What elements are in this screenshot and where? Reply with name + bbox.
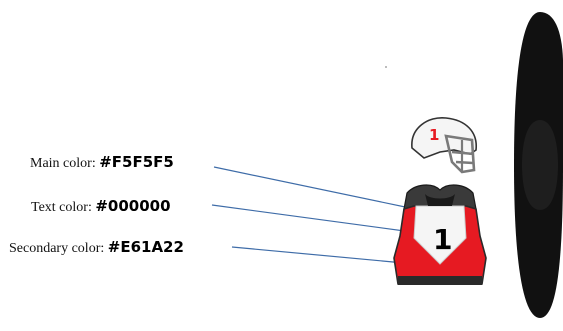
leader-line-text xyxy=(211,204,413,233)
secondary-color-value: #E61A22 xyxy=(107,238,184,256)
helmet-number: 1 xyxy=(429,126,439,144)
jersey-icon: 1 xyxy=(393,184,487,285)
secondary-color-caption: Secondary color: xyxy=(9,241,105,256)
jersey-number: 1 xyxy=(433,223,452,256)
text-color-caption: Text color: xyxy=(31,200,92,215)
leader-line-main xyxy=(213,166,411,209)
helmet-icon: 1 xyxy=(411,117,477,174)
side-handle-icon xyxy=(514,12,563,318)
text-color-value: #000000 xyxy=(95,197,171,215)
main-color-label: Main color: #F5F5F5 xyxy=(30,153,174,173)
secondary-color-label: Secondary color: #E61A22 xyxy=(9,238,184,258)
main-color-value: #F5F5F5 xyxy=(99,153,174,171)
text-color-label: Text color: #000000 xyxy=(31,197,171,217)
artifact-dot xyxy=(385,66,387,68)
main-color-caption: Main color: xyxy=(30,156,96,171)
leader-line-secondary xyxy=(231,246,405,264)
